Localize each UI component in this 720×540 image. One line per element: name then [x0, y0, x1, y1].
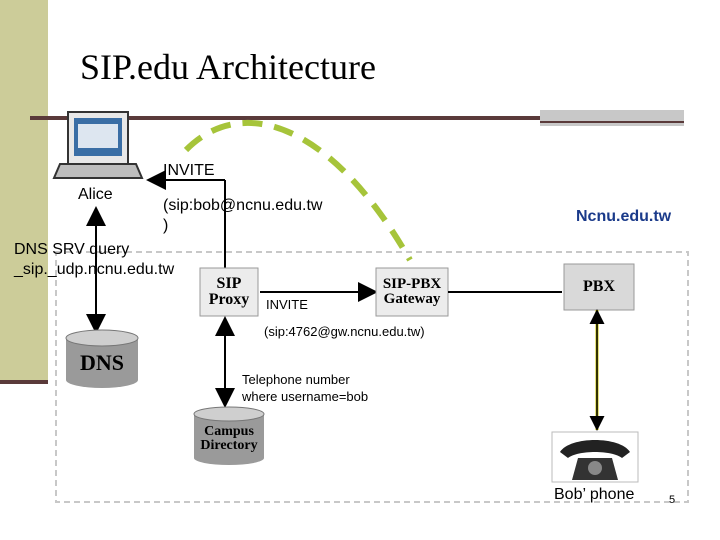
invite-label: INVITE	[163, 162, 215, 179]
sidebar-rule	[0, 380, 48, 384]
invite-route-arc	[183, 119, 413, 262]
sip-uri-label: (sip:bob@ncnu.edu.tw )	[163, 196, 322, 236]
gateway-line2: Gateway	[383, 291, 441, 307]
gateway-invite-label: INVITE	[266, 297, 308, 312]
dns-query-line2: _sip._udp.ncnu.edu.tw	[14, 261, 175, 278]
phone-lookup-line1: Telephone number	[242, 372, 350, 387]
directory-line1: Campus	[204, 424, 254, 439]
dns-cylinder	[65, 329, 139, 388]
page-title: SIP.edu Architecture	[80, 47, 376, 87]
dns-query-label: DNS SRV query _sip._udp.ncnu.edu.tw	[14, 240, 174, 280]
gateway-box	[375, 267, 449, 317]
domain-boundary	[55, 251, 689, 503]
sip-uri-line1: (sip:bob@ncnu.edu.tw	[163, 197, 323, 214]
dns-query-line1: DNS SRV query	[14, 241, 130, 258]
page-number: 5	[669, 494, 676, 506]
phone-lookup-line2: where username=bob	[242, 389, 369, 404]
phone-lookup-label: Telephone number where username=bob	[242, 371, 368, 405]
sip-proxy-line1: SIP	[216, 275, 242, 292]
sidebar-band	[0, 0, 48, 380]
gateway-line1: SIP-PBX	[382, 276, 442, 292]
sip-uri-line2: )	[163, 217, 169, 234]
telephone-icon	[551, 431, 639, 483]
domain-label: Ncnu.edu.tw	[576, 208, 672, 225]
alice-label: Alice	[78, 186, 113, 203]
pbx-box	[563, 263, 635, 311]
directory-line2: Directory	[200, 438, 258, 453]
pbx-label: PBX	[583, 278, 615, 295]
dns-label: DNS	[79, 350, 124, 375]
directory-cylinder	[193, 406, 265, 465]
laptop-icon	[52, 111, 144, 179]
title-rule-line	[540, 121, 684, 123]
sip-proxy-box	[199, 267, 259, 317]
title-rule	[30, 116, 540, 120]
bob-phone-label: Bob’ phone	[554, 486, 635, 503]
gateway-uri-label: (sip:4762@gw.ncnu.edu.tw)	[264, 324, 425, 339]
sip-proxy-line2: Proxy	[208, 291, 250, 308]
